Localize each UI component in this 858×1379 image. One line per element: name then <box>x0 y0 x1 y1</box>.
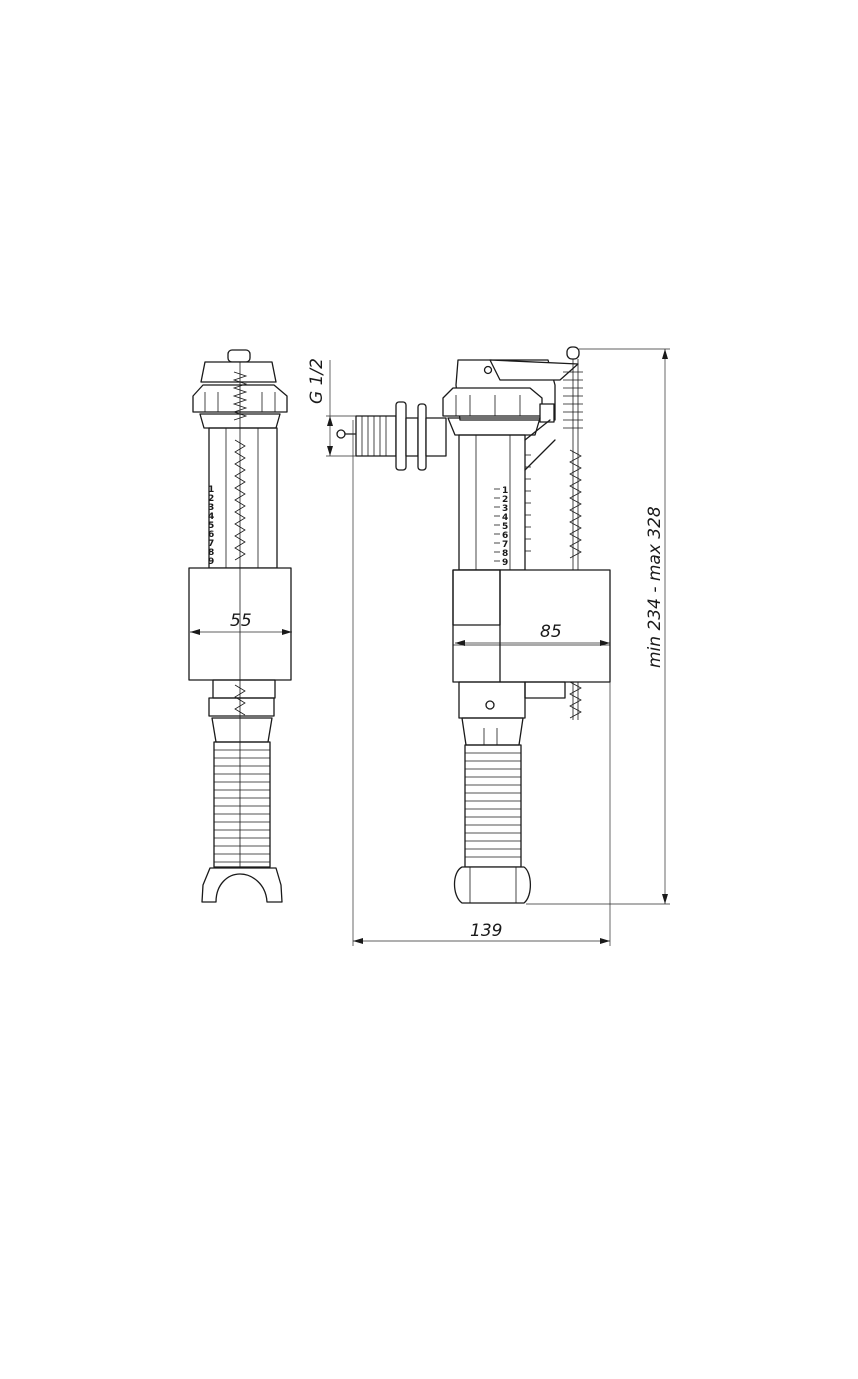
svg-text:8: 8 <box>208 548 214 558</box>
svg-text:9: 9 <box>208 557 214 567</box>
svg-text:3: 3 <box>502 504 508 514</box>
svg-text:2: 2 <box>208 494 214 504</box>
width-left-label: 55 <box>230 611 252 631</box>
left-hose <box>213 741 271 868</box>
thread-label: G 1/2 <box>307 358 327 404</box>
svg-text:4: 4 <box>208 512 214 522</box>
svg-text:7: 7 <box>502 540 508 550</box>
dimension-55: 55 <box>190 611 292 635</box>
dimension-thread: G 1/2 <box>307 358 356 457</box>
inlet-thread <box>336 401 447 471</box>
dimension-139: 1 3 9 <box>352 420 611 946</box>
overall-width-label: 139 <box>470 921 502 941</box>
svg-text:8: 8 <box>502 549 508 559</box>
svg-text:1: 1 <box>208 485 214 495</box>
left-scale: 1 2 3 4 5 6 7 8 9 <box>208 485 214 567</box>
svg-text:1: 1 <box>502 486 508 496</box>
svg-text:9: 9 <box>502 558 508 568</box>
svg-text:5: 5 <box>208 521 214 531</box>
front-view: 1 2 3 4 5 6 7 8 9 <box>336 346 611 904</box>
dimension-85: 85 <box>455 622 610 646</box>
svg-text:7: 7 <box>208 539 214 549</box>
dimension-height: min 234 - max 328 <box>526 348 670 905</box>
right-scale: 1 2 3 4 5 6 7 8 9 <box>494 486 508 568</box>
side-view: 1 2 3 4 5 6 7 8 9 <box>188 349 292 903</box>
svg-text:6: 6 <box>502 531 508 541</box>
svg-text:6: 6 <box>208 530 214 540</box>
right-tick-marks <box>525 454 531 552</box>
height-range-label: min 234 - max 328 <box>645 506 665 668</box>
width-right-label: 85 <box>540 622 562 642</box>
right-hose <box>464 744 522 868</box>
svg-text:3: 3 <box>208 503 214 513</box>
svg-text:2: 2 <box>502 495 508 505</box>
svg-text:4: 4 <box>502 513 508 523</box>
svg-text:5: 5 <box>502 522 508 532</box>
